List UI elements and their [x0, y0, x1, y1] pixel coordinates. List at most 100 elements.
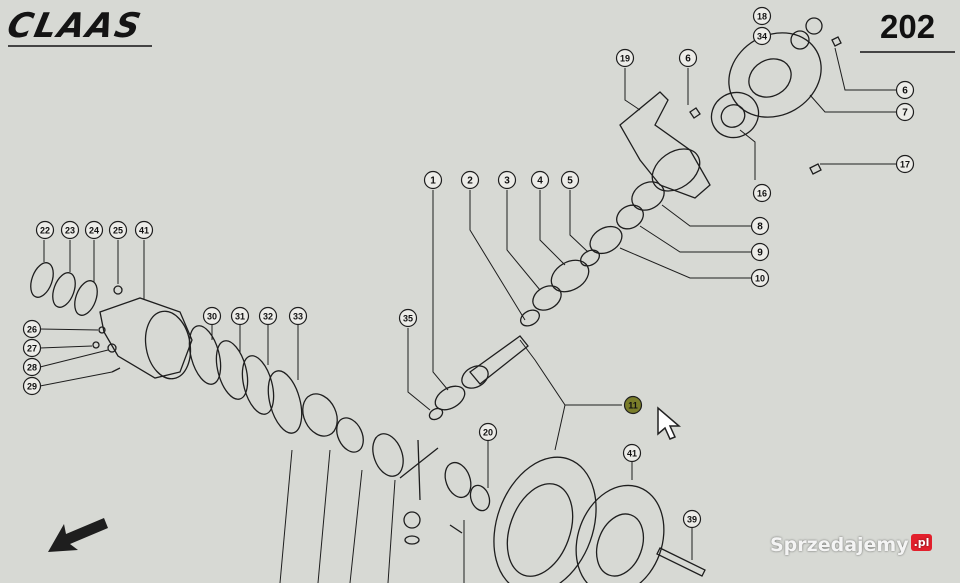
- ring-22: [30, 262, 54, 298]
- callout-22: 22: [35, 220, 55, 240]
- ring-10: [589, 225, 623, 255]
- crown-wheel-inner: [506, 483, 574, 577]
- callout-label: 9: [757, 248, 763, 259]
- shim-32: [241, 355, 275, 415]
- callout-16: 16: [752, 183, 772, 203]
- callout-label: 17: [900, 160, 910, 170]
- arrow-down-left-icon: [48, 518, 108, 552]
- callout-35: 35: [398, 308, 418, 328]
- callout-label: 10: [755, 274, 765, 284]
- callout-label: 20: [483, 428, 493, 438]
- callout-25: 25: [108, 220, 128, 240]
- callout-label: 24: [89, 226, 99, 236]
- callout-31: 31: [230, 306, 250, 326]
- side-gear: [444, 461, 472, 499]
- housing-41-face: [144, 310, 192, 380]
- mouse-cursor-icon: [656, 406, 682, 447]
- bracket-plate: [651, 148, 701, 192]
- callout-label: 30: [207, 312, 217, 322]
- ring-5: [580, 249, 600, 267]
- callout-label: 2: [467, 176, 473, 187]
- callout-label: 19: [620, 54, 630, 64]
- callout-41: 41: [622, 443, 642, 463]
- callout-17: 17: [895, 154, 915, 174]
- bolt-6b: [831, 36, 842, 47]
- washer-34: [790, 30, 810, 50]
- callout-24: 24: [84, 220, 104, 240]
- thrust-washer: [404, 535, 420, 545]
- callout-label: 6: [902, 86, 908, 97]
- callout-41: 41: [134, 220, 154, 240]
- callout-label: 39: [687, 515, 697, 525]
- callout-10: 10: [750, 268, 770, 288]
- callout-label: 31: [235, 312, 245, 322]
- differential-case-bore: [595, 513, 645, 577]
- callout-label: 22: [40, 226, 50, 236]
- shim-30: [188, 325, 222, 385]
- callout-3: 3: [497, 170, 517, 190]
- callout-11: 11: [623, 395, 643, 415]
- hub-bore: [720, 104, 746, 128]
- callout-label: 16: [757, 189, 767, 199]
- page-number: 202: [880, 8, 936, 45]
- ring-24: [74, 280, 98, 316]
- callout-33: 33: [288, 306, 308, 326]
- flange-disc: [728, 32, 822, 118]
- pinion-shaft: [469, 335, 529, 385]
- callout-label: 11: [628, 401, 638, 411]
- callout-18: 18: [752, 6, 772, 26]
- callout-2: 2: [460, 170, 480, 190]
- callout-29: 29: [22, 376, 42, 396]
- callout-4: 4: [530, 170, 550, 190]
- bearing-race: [302, 393, 338, 437]
- ring-1: [434, 385, 466, 411]
- callout-19: 19: [615, 48, 635, 68]
- bearing-9: [616, 204, 644, 230]
- roller-bearing: [336, 417, 364, 453]
- callout-8: 8: [750, 216, 770, 236]
- callout-label: 3: [504, 176, 510, 187]
- bolt-39: [656, 547, 706, 577]
- bracket-arm: [619, 91, 711, 199]
- bearing-8: [631, 181, 665, 211]
- pin-29: [111, 367, 121, 373]
- housing-41: [99, 297, 193, 379]
- washer-27: [92, 341, 100, 349]
- callout-label: 4: [537, 176, 543, 187]
- pin-small: [449, 524, 463, 534]
- callout-label: 35: [403, 314, 413, 324]
- callout-label: 41: [627, 449, 637, 459]
- watermark-text: Sprzedajemy: [770, 534, 909, 556]
- callout-20: 20: [478, 422, 498, 442]
- shim-31: [215, 340, 249, 400]
- callout-23: 23: [60, 220, 80, 240]
- callout-32: 32: [258, 306, 278, 326]
- callout-30: 30: [202, 306, 222, 326]
- callout-label: 41: [139, 226, 149, 236]
- callout-label: 29: [27, 382, 37, 392]
- pinion-gear: [461, 365, 489, 389]
- callout-label: 33: [293, 312, 303, 322]
- ring-20: [469, 484, 491, 512]
- differential-case: [575, 484, 665, 583]
- callout-label: 8: [757, 222, 763, 233]
- watermark: Sprzedajemy.pl: [770, 534, 933, 556]
- callout-label: 7: [902, 108, 908, 119]
- bevel-gear: [372, 433, 404, 477]
- callout-label: 6: [685, 54, 691, 65]
- ring-2: [520, 309, 540, 327]
- callout-28: 28: [22, 357, 42, 377]
- nut-18: [805, 17, 823, 35]
- crown-wheel: [493, 456, 597, 583]
- shim-33: [267, 370, 303, 434]
- callout-6: 6: [678, 48, 698, 68]
- callout-5: 5: [560, 170, 580, 190]
- callout-26: 26: [22, 319, 42, 339]
- bearing-3: [532, 285, 562, 311]
- bolt-26: [98, 326, 106, 334]
- callout-label: 34: [757, 32, 767, 42]
- callout-label: 23: [65, 226, 75, 236]
- callout-1: 1: [423, 170, 443, 190]
